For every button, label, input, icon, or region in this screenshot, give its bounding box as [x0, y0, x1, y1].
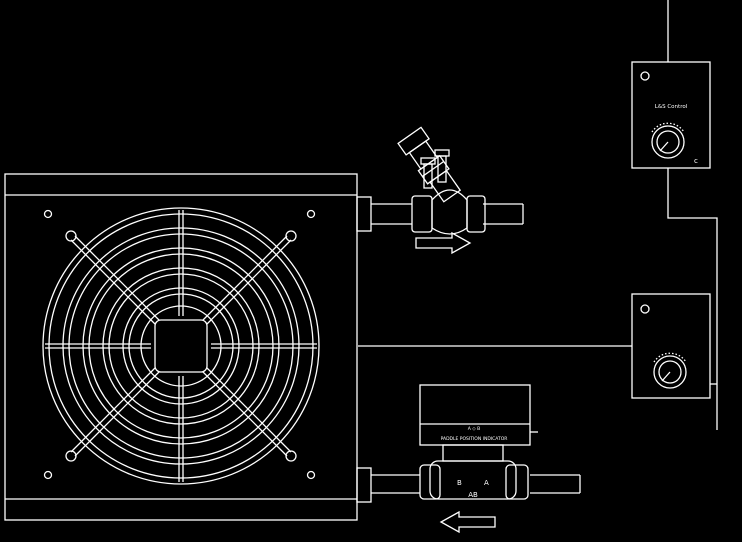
zone-valve-port-ab: AB [468, 491, 478, 499]
corner-screw [306, 470, 316, 480]
zone-valve [419, 384, 538, 500]
fan-guard [42, 207, 320, 485]
top-controller-mark: c [694, 157, 698, 165]
zone-valve-port-a: A [484, 479, 489, 487]
top-controller-label: L&S Control [655, 104, 688, 110]
zone-valve-indicator-text: PADDLE POSITION INDICATOR [441, 436, 508, 442]
return-pipe [371, 474, 581, 494]
fan-hub [154, 319, 208, 373]
corner-screw [43, 470, 53, 480]
corner-screw [306, 209, 316, 219]
fan-coil-unit [4, 173, 372, 521]
zone-valve-port-b: B [457, 479, 462, 487]
control-wiring [358, 0, 718, 430]
zone-valve-actuator-marks: A ◇ B [468, 426, 481, 432]
top-controller [631, 61, 711, 169]
corner-screw [43, 209, 53, 219]
supply-pipe [371, 203, 524, 225]
supply-flow-arrow [415, 231, 472, 255]
lower-controller [631, 293, 711, 399]
balancing-valve [397, 126, 486, 235]
return-flow-arrow [439, 510, 496, 534]
